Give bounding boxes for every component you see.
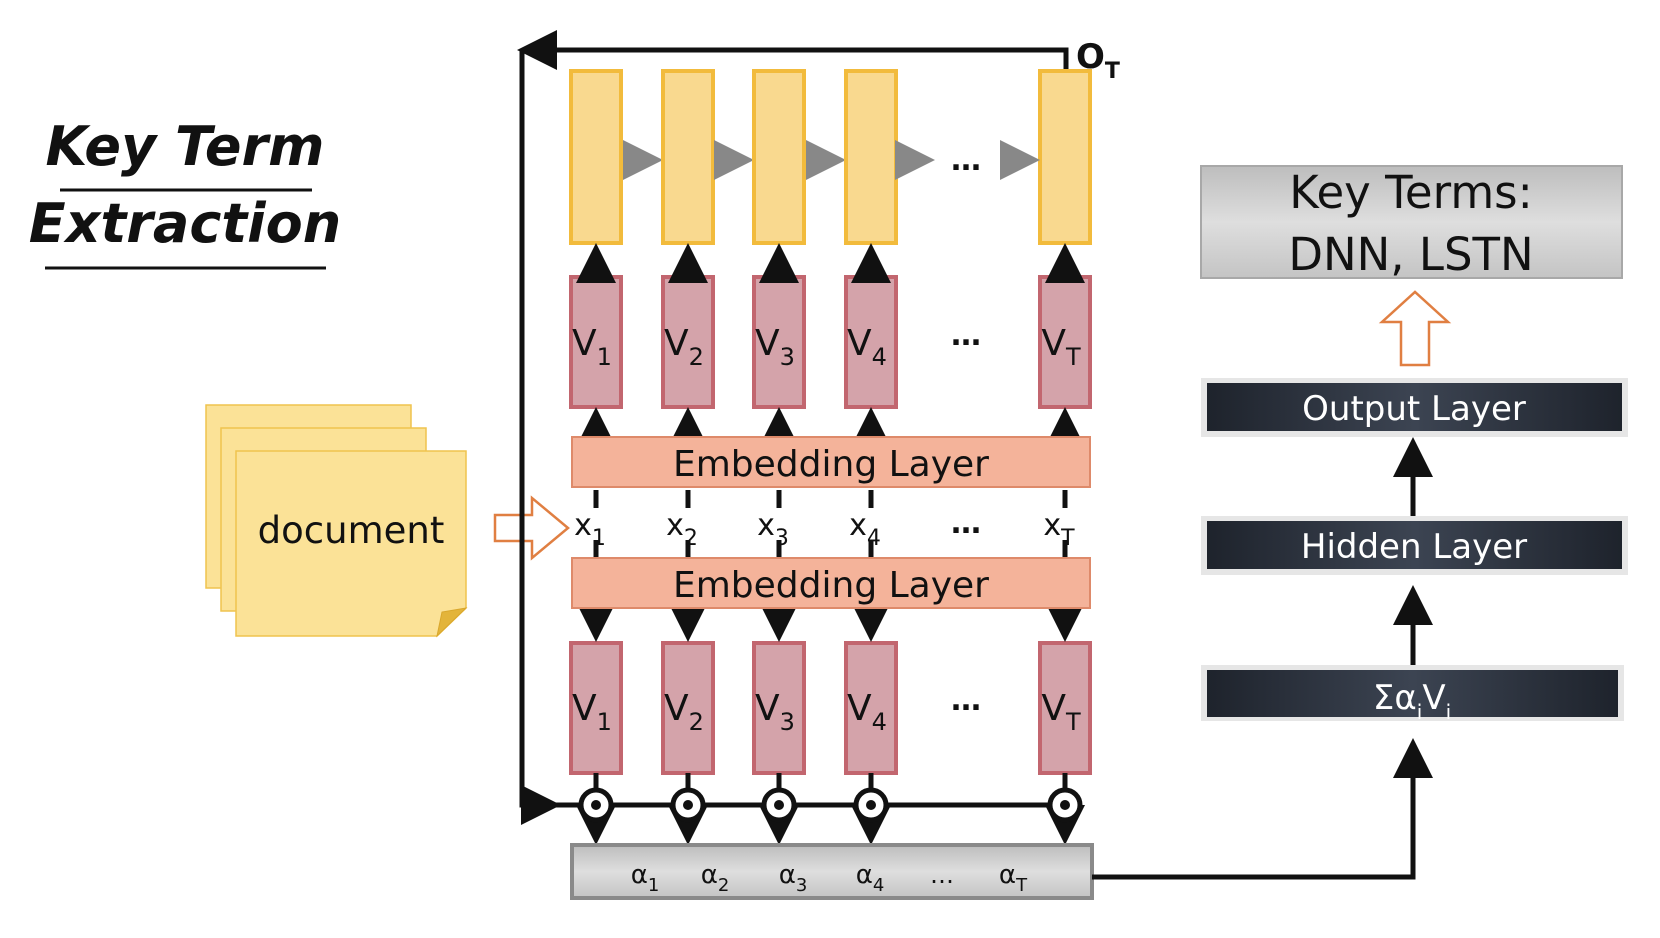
attention-weight-label: α1	[631, 860, 660, 896]
lstm-cell	[569, 69, 623, 245]
v-node-bottom	[752, 641, 806, 775]
v-label-top: V3	[755, 323, 795, 371]
x-input-label: x2	[666, 508, 698, 551]
v-label-bottom: V4	[847, 688, 887, 736]
attention-weight-label: α3	[779, 860, 808, 896]
lstm-cell	[1038, 69, 1092, 245]
v-label-bottom: V1	[572, 688, 612, 736]
x-ellipsis: …	[951, 506, 981, 541]
lstm-cell	[752, 69, 806, 245]
attention-weights-bar	[570, 843, 1094, 900]
attention-weight-label: αT	[999, 860, 1028, 896]
embedding-layer-top	[571, 436, 1091, 488]
document-folded-corner	[436, 607, 468, 638]
output-layer-label: Output Layer	[1302, 389, 1526, 429]
v-bottom-ellipsis: …	[951, 683, 981, 718]
document-label: document	[258, 509, 445, 552]
attention-dot-product-center	[774, 800, 784, 810]
attention-dot-product-center	[866, 800, 876, 810]
document-stack: document	[205, 404, 468, 638]
alpha-to-sum-arrow	[1092, 738, 1433, 880]
hidden-layer-label: Hidden Layer	[1301, 527, 1527, 567]
title-line-2: Extraction	[29, 192, 341, 255]
title-line-1: Key Term	[46, 115, 325, 178]
alpha-ellipsis: …	[930, 861, 954, 889]
x-input-label: x3	[757, 508, 789, 551]
v-top-ellipsis: …	[951, 318, 981, 353]
v-label-top: V4	[847, 323, 887, 371]
v-label-bottom: VT	[1041, 688, 1081, 736]
attention-weights: α1 α2 α3 α4 αT …	[631, 860, 1028, 896]
key-terms-box	[1200, 165, 1623, 279]
v-label-top: V2	[664, 323, 704, 371]
x-input-label: x4	[849, 508, 881, 551]
v-node-bottom	[1038, 641, 1092, 775]
feedback-left-arrow	[519, 50, 561, 825]
attention-dot-product-center	[591, 800, 601, 810]
attention-weight-label: α2	[701, 860, 730, 896]
v-node-bottom	[844, 641, 898, 775]
attention-dot-product-center	[1060, 800, 1070, 810]
embedding-layer-bottom-label: Embedding Layer	[673, 565, 989, 606]
lstm-ellipsis: …	[951, 143, 981, 178]
v-label-bottom: V3	[755, 688, 795, 736]
lstm-cell	[844, 69, 898, 245]
embedding-layer-bottom	[571, 557, 1091, 609]
hollow-arrow-up	[1378, 290, 1452, 367]
lstm-columns: V1V1x1V2V2x2V3V3x3V4V4x4VTVTxT…………	[569, 69, 1092, 845]
v-label-top: VT	[1041, 323, 1081, 371]
x-input-label: xT	[1043, 508, 1075, 551]
title: Key Term Extraction	[29, 115, 341, 270]
v-node-top	[844, 275, 898, 409]
v-label-bottom: V2	[664, 688, 704, 736]
v-label-top: V1	[572, 323, 612, 371]
v-node-top	[569, 275, 623, 409]
lstm-cell	[661, 69, 715, 245]
x-input-label: x1	[574, 508, 606, 551]
hidden-layer	[1207, 521, 1622, 569]
dnn-stack: ΣαiVi Hidden Layer Output Layer Key Term…	[1200, 165, 1628, 724]
attention-weight-label: α4	[856, 860, 885, 896]
key-terms-line-2: DNN, LSTN	[1288, 228, 1533, 281]
sum-layer-label: ΣαiVi	[1373, 678, 1451, 724]
attention-dot-product-center	[683, 800, 693, 810]
sum-layer	[1207, 670, 1618, 717]
key-terms-line-1: Key Terms:	[1289, 166, 1533, 219]
output-layer	[1207, 383, 1622, 431]
embedding-layer-top-label: Embedding Layer	[673, 444, 989, 485]
hollow-arrow-right	[493, 495, 570, 561]
v-node-bottom	[569, 641, 623, 775]
